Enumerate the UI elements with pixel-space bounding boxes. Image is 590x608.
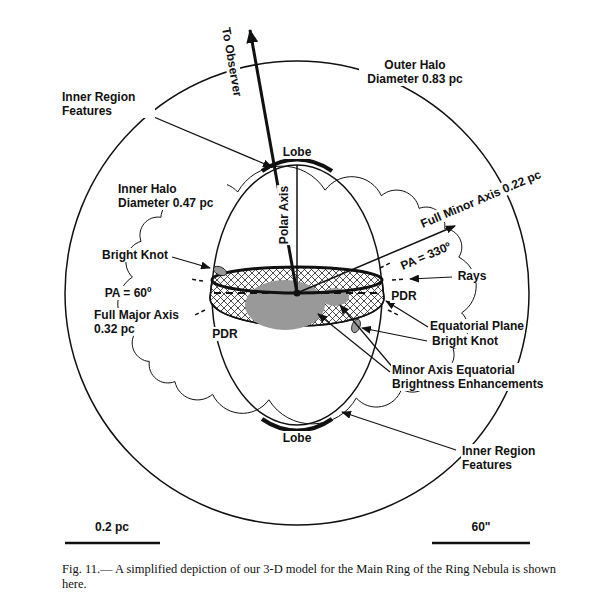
- axis-label: Polar Axis: [277, 185, 291, 245]
- scale-bar: [65, 542, 160, 545]
- pdr-label: PDR: [390, 289, 417, 303]
- knot-callout: Bright Knot: [101, 248, 169, 262]
- axis-dimension: Full Minor Axis 0.22 pc: [418, 167, 545, 231]
- center-dot: [294, 290, 301, 297]
- inner-halo-label: Inner Halo Diameter 0.47 pc: [117, 182, 227, 210]
- plane-callout: Equatorial Plane: [429, 319, 525, 333]
- knot-callout: Bright Knot: [431, 334, 499, 348]
- bright-knot: [212, 264, 228, 277]
- lobe-label: Lobe: [282, 431, 313, 445]
- lobe-bright-bottom: [262, 419, 332, 431]
- pdr-label: PDR: [211, 327, 238, 341]
- outer-halo-label: Outer Halo Diameter 0.83 pc: [359, 58, 471, 86]
- enhancement-callout: Minor Axis Equatorial Brightness Enhance…: [391, 363, 561, 391]
- lobe-label: Lobe: [282, 145, 313, 159]
- scale-label: 0.2 pc: [94, 520, 130, 534]
- axis-dimension: Full Major Axis 0.32 pc: [93, 308, 187, 336]
- scale-bar: [432, 542, 530, 545]
- bright-knot: [350, 318, 362, 334]
- rays-callout: Rays: [457, 269, 488, 283]
- brightness-enhancement: [245, 280, 325, 330]
- observer-label: To Observer: [219, 25, 245, 98]
- figure-caption: Fig. 11.— A simplified depiction of our …: [62, 562, 562, 592]
- observer-arrow: [250, 30, 297, 293]
- region-callout: Inner Region Features: [61, 90, 155, 118]
- region-callout: Inner Region Features: [461, 444, 559, 472]
- outer-halo: [65, 61, 529, 525]
- scale-label: 60": [470, 520, 491, 534]
- position-angle: PA = 330º: [398, 239, 454, 274]
- minor-axis: [297, 226, 455, 293]
- polar-axis: [296, 165, 298, 293]
- leader-lines: [142, 112, 456, 450]
- position-angle: PA = 60º: [104, 286, 153, 300]
